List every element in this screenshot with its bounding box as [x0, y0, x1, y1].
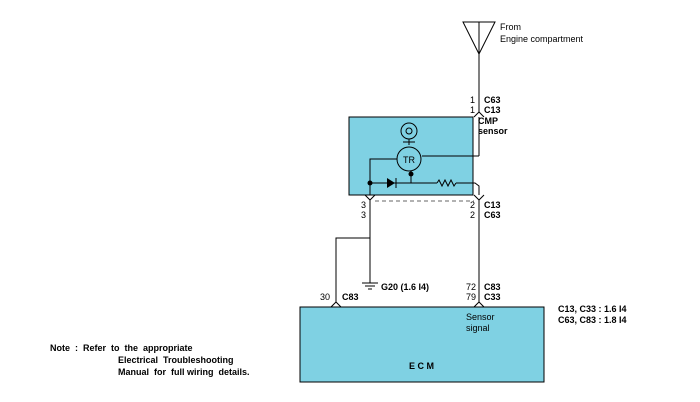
cmp-top-conn-a: C63 — [484, 95, 501, 105]
hall-element-inner-icon — [405, 127, 413, 135]
ecm-label: E C M — [409, 361, 434, 371]
hall-element-icon — [400, 122, 418, 140]
ecm-left-pin: 30 — [320, 292, 330, 302]
junction-dot-left — [367, 180, 373, 186]
cmp-top-pin-a: 1 — [470, 95, 475, 105]
ecm-right-conn-a: C83 — [484, 282, 501, 292]
ecm-ground-wire — [335, 237, 370, 302]
cmp-bottom-right-pin-b: 2 — [470, 210, 475, 220]
ecm-box — [299, 306, 545, 383]
cmp-top-pin-b: 1 — [470, 105, 475, 115]
legend-line1: C13, C33 : 1.6 I4 — [558, 304, 627, 314]
cmp-bottom-right-pin-a: 2 — [470, 200, 475, 210]
ecm-signal-label-line2: signal — [466, 323, 490, 333]
ecm-right-notch — [473, 301, 485, 308]
note-line3: Manual for full wiring details. — [118, 367, 250, 377]
cmp-top-conn-b: C13 — [484, 105, 501, 115]
cmp-bottom-right-conn-b: C63 — [484, 210, 501, 220]
cmp-bottom-right-conn-a: C13 — [484, 200, 501, 210]
ecm-signal-label-line1: Sensor — [466, 312, 495, 322]
source-label-line1: From — [500, 22, 521, 32]
ground-label: G20 (1.6 I4) — [381, 282, 429, 292]
ecm-right-conn-b: C33 — [484, 292, 501, 302]
ecm-right-pin-b: 79 — [466, 292, 476, 302]
ecm-left-notch — [330, 301, 342, 308]
source-label-line2: Engine compartment — [500, 34, 584, 44]
cmp-bottom-left-pin-a: 3 — [361, 200, 366, 210]
transistor-label: TR — [403, 155, 415, 165]
diode-icon — [387, 178, 395, 188]
resistor-icon — [436, 178, 457, 188]
cmp-sensor-label-line1: CMP — [478, 116, 498, 126]
cmp-sensor-label-line2: sensor — [478, 126, 508, 136]
cmp-bottom-left-notch — [364, 194, 376, 201]
cmp-top-connector-notch — [473, 111, 485, 118]
cmp-signal-out-wire — [456, 182, 480, 195]
note-line1: Note : Refer to the appropriate — [50, 343, 193, 353]
legend-line2: C63, C83 : 1.8 I4 — [558, 315, 627, 325]
cmp-bottom-right-notch — [473, 194, 485, 201]
note-line2: Electrical Troubleshooting — [118, 355, 234, 365]
cmp-bottom-left-pin-b: 3 — [361, 210, 366, 220]
ecm-left-conn: C83 — [342, 292, 359, 302]
ecm-right-pin-a: 72 — [466, 282, 476, 292]
